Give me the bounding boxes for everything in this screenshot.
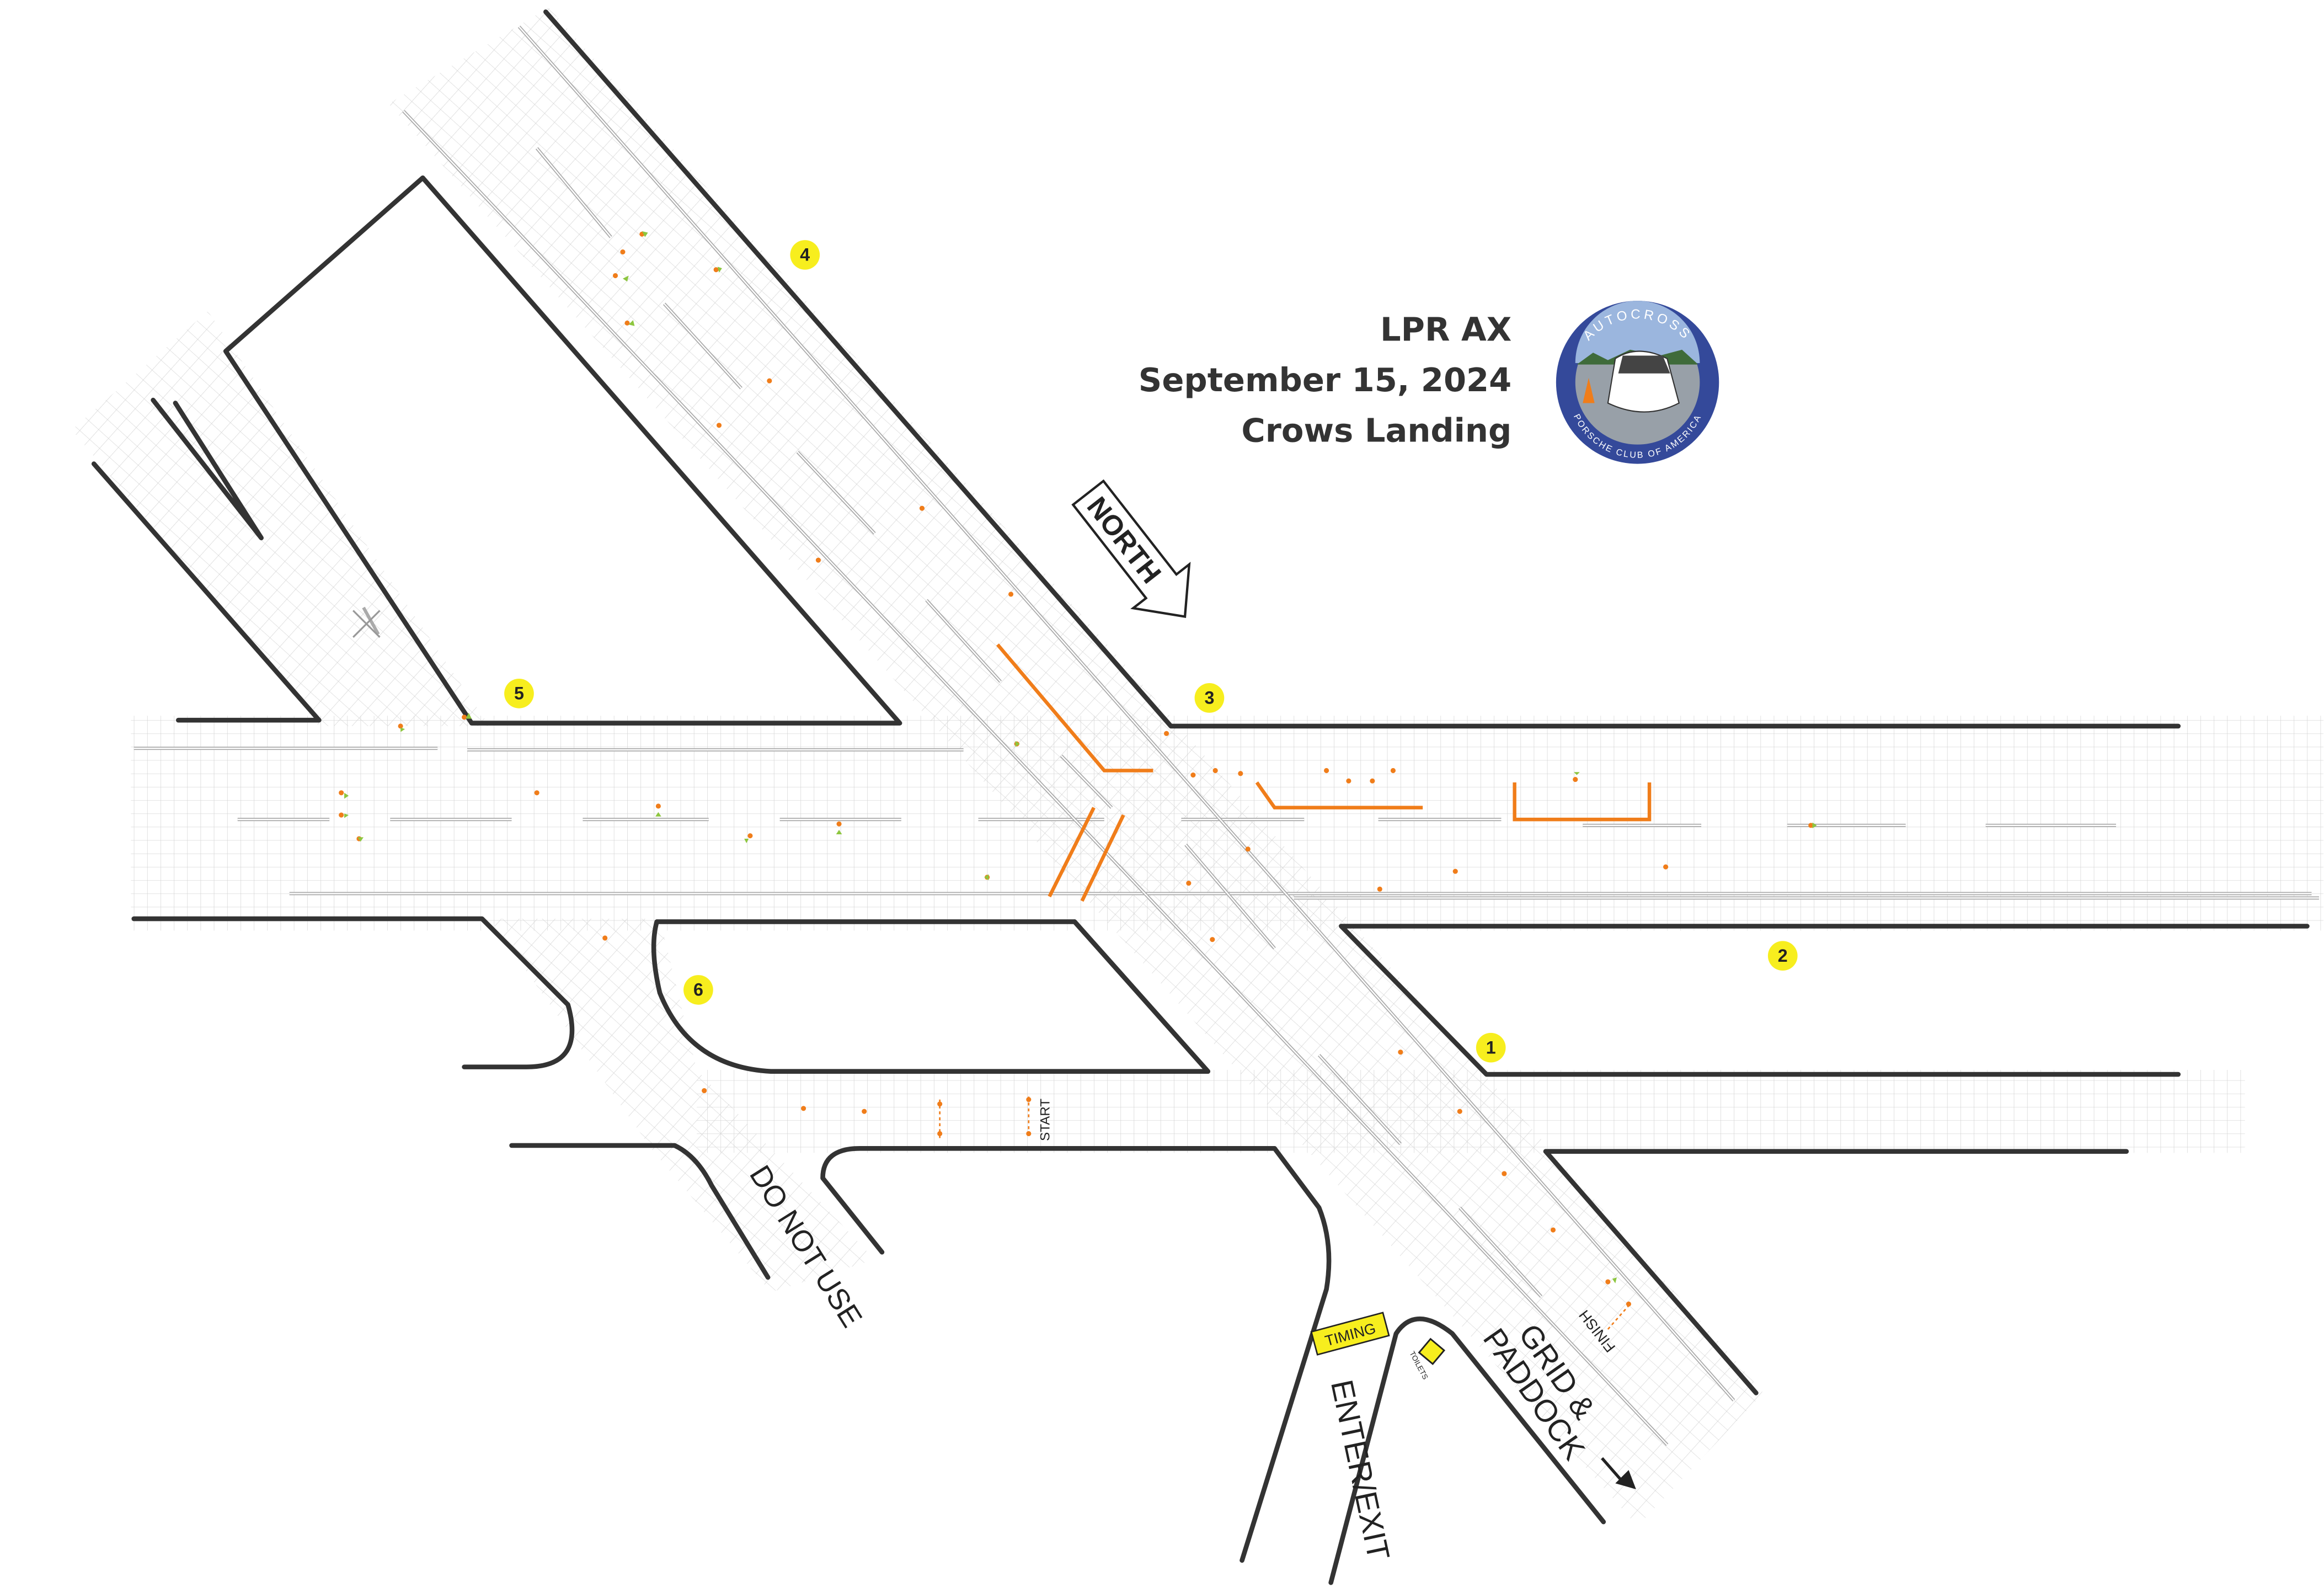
svg-text:6: 6: [693, 980, 703, 1000]
event-header: LPR AX September 15, 2024 Crows Landing: [1139, 311, 1512, 450]
event-date: September 15, 2024: [1139, 361, 1512, 399]
marker-1: 1: [1476, 1032, 1506, 1063]
toilets: TOILETS: [1408, 1338, 1446, 1381]
timing-booth: TIMING: [1310, 1312, 1390, 1356]
marker-4: 4: [790, 240, 820, 270]
svg-text:1: 1: [1486, 1037, 1496, 1057]
north-arrow: NORTH: [1071, 479, 1191, 619]
svg-text:3: 3: [1204, 688, 1214, 708]
start-label: START: [1038, 1099, 1053, 1141]
event-title: LPR AX: [1380, 311, 1511, 349]
road-edges: [91, 9, 2310, 1585]
svg-text:5: 5: [514, 684, 524, 704]
marker-5: 5: [504, 678, 534, 708]
event-location: Crows Landing: [1241, 411, 1511, 449]
lane-markings: [133, 25, 2319, 1446]
marker-6: 6: [683, 975, 713, 1005]
svg-text:2: 2: [1778, 946, 1788, 966]
marker-3: 3: [1194, 683, 1225, 713]
cones: [339, 231, 1814, 1307]
closed-x-icon: [352, 610, 381, 638]
pca-autocross-logo: AUTOCROSS PORSCHE CLUB OF AMERICA: [1556, 301, 1719, 464]
paddock-arrowhead: [1615, 1470, 1636, 1490]
svg-text:4: 4: [800, 245, 810, 265]
marker-2: 2: [1767, 941, 1798, 971]
paved-areas: [71, 7, 2323, 1527]
paddock-arrow-icon: [1601, 1457, 1624, 1483]
enter-exit-label: ENTER/EXIT: [1324, 1377, 1397, 1563]
station-markers: 1 2 3 4 5 6: [504, 240, 1798, 1063]
